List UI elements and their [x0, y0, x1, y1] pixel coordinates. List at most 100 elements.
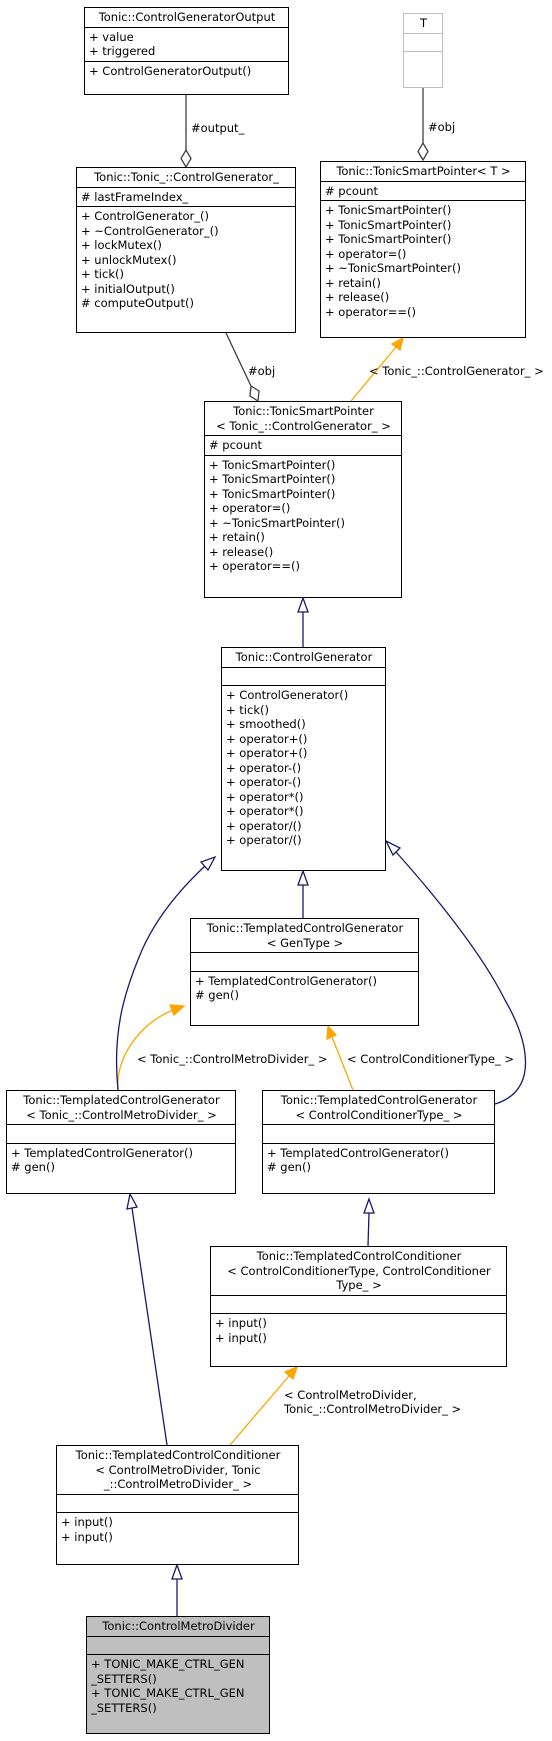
title-line: Tonic::TemplatedControlConditioner	[75, 1448, 281, 1462]
edge-inherit-cond-to-cg-arrow	[384, 839, 402, 857]
edge-output-diamond	[180, 148, 192, 169]
class-templated-control-generator-conditioner[interactable]: Tonic::TemplatedControlGenerator< Contro…	[262, 1090, 495, 1194]
class-template-t[interactable]: T	[403, 13, 443, 88]
class-attributes	[211, 1294, 506, 1314]
methods-line: + operator=()	[209, 501, 291, 515]
edge-bind-cg-impl	[350, 346, 397, 402]
methods-line: + TemplatedControlGenerator()	[11, 1145, 194, 1160]
methods-line: + TemplatedControlGenerator()	[267, 1145, 450, 1160]
methods-line: # gen()	[267, 1160, 311, 1174]
methods-line: + input()	[215, 1330, 267, 1345]
edge-inherit-tcg-to-cg-arrow	[297, 869, 309, 886]
edge-bind-metro	[117, 1009, 174, 1091]
methods-line: + ControlGeneratorOutput()	[89, 63, 252, 78]
methods-line: _SETTERS()	[91, 1671, 157, 1686]
methods-line: + input()	[215, 1316, 267, 1330]
class-tonic-control-generator-impl[interactable]: Tonic::Tonic_::ControlGenerator_# lastFr…	[76, 167, 296, 333]
title-line: Tonic::Tonic_::ControlGenerator_	[94, 170, 279, 184]
class-methods: + TemplatedControlGenerator()# gen()	[191, 970, 418, 1026]
methods-line: + operator/()	[226, 818, 302, 833]
edge-label-bind-cc-metro: < ControlMetroDivider,Tonic_::ControlMet…	[284, 1388, 461, 1416]
methods-line: + ControlGenerator_()	[81, 209, 209, 223]
methods-line: + operator-()	[226, 775, 302, 789]
methods-line: + lockMutex()	[81, 238, 162, 252]
methods-line: + input()	[61, 1529, 113, 1544]
title-line: _::ControlMetroDivider_ >	[103, 1477, 253, 1491]
attributes-line: # pcount	[325, 183, 379, 198]
methods-line: + operator-()	[226, 760, 302, 775]
class-control-generator-output[interactable]: Tonic::ControlGeneratorOutput+ value+ tr…	[84, 7, 289, 95]
edge-inherit-cond-to-cg	[395, 851, 527, 1105]
class-methods	[404, 51, 442, 87]
methods-line: + TonicSmartPointer()	[209, 472, 336, 486]
edge-inherit-cmd-to-tccm-arrow	[171, 1563, 183, 1580]
class-title: Tonic::ControlGenerator	[222, 648, 385, 667]
methods-line: + operator+()	[226, 731, 308, 746]
edge-label-obj-cg: #obj	[248, 364, 275, 378]
methods-line: _SETTERS()	[91, 1700, 157, 1715]
class-control-metro-divider[interactable]: Tonic::ControlMetroDivider+ TONIC_MAKE_C…	[86, 1616, 270, 1734]
attributes-line: # pcount	[209, 438, 263, 452]
title-line: < ControlConditionerType_ >	[295, 1107, 463, 1122]
methods-line: + retain()	[209, 530, 265, 544]
attributes-line: # lastFrameIndex_	[81, 189, 189, 204]
edge-label-line: < ControlConditionerType_ >	[347, 1052, 514, 1066]
title-line: Tonic::ControlGenerator	[235, 650, 373, 664]
methods-line: + unlockMutex()	[81, 252, 177, 267]
class-title: Tonic::ControlGeneratorOutput	[85, 8, 288, 27]
class-templated-control-generator-metro-divider[interactable]: Tonic::TemplatedControlGenerator< Tonic_…	[6, 1090, 236, 1194]
edge-inherit-tcc-to-cond-arrow	[363, 1197, 375, 1214]
methods-line: + release()	[209, 544, 274, 559]
class-methods: + input()+ input()	[211, 1313, 506, 1366]
edge-label-line: < Tonic_::ControlGenerator_ >	[369, 364, 544, 378]
class-attributes	[87, 1635, 269, 1655]
edge-inherit-tcc-to-cond	[367, 1212, 370, 1247]
class-attributes	[404, 32, 442, 52]
class-title: T	[404, 14, 442, 33]
methods-line: + TonicSmartPointer()	[325, 203, 452, 217]
class-title: Tonic::ControlMetroDivider	[87, 1617, 269, 1636]
class-tonic-control-generator[interactable]: Tonic::ControlGenerator+ ControlGenerato…	[221, 647, 386, 871]
class-title: Tonic::TemplatedControlConditioner< Cont…	[211, 1247, 506, 1295]
methods-line: + operator+()	[226, 746, 308, 760]
title-line: Tonic::TonicSmartPointer< T >	[336, 164, 511, 178]
class-templated-control-conditioner-generic[interactable]: Tonic::TemplatedControlConditioner< Cont…	[210, 1246, 507, 1367]
edge-bind-cc-metro	[229, 1375, 290, 1446]
methods-line: + operator/()	[226, 833, 302, 847]
methods-line: + ~TonicSmartPointer()	[325, 261, 461, 275]
class-title: Tonic::Tonic_::ControlGenerator_	[77, 168, 295, 187]
title-line: Tonic::TemplatedControlGenerator	[23, 1093, 220, 1107]
methods-line: + operator*()	[226, 804, 304, 818]
class-methods: + TemplatedControlGenerator()# gen()	[7, 1142, 235, 1194]
edge-obj-cg-usage	[225, 332, 252, 387]
edge-bind-cc-metro-arrow	[283, 1365, 299, 1381]
class-methods: + input()+ input()	[57, 1512, 298, 1564]
methods-line: # gen()	[195, 988, 239, 1002]
methods-line: # gen()	[11, 1160, 55, 1174]
title-line: Type_ >	[336, 1278, 382, 1292]
edge-label-output: #output_	[191, 121, 244, 135]
class-tonic-smart-pointer-t[interactable]: Tonic::TonicSmartPointer< T ># pcount+ T…	[320, 161, 526, 338]
methods-line: + initialOutput()	[81, 281, 175, 296]
edge-bind-conditioner	[331, 1036, 354, 1091]
class-methods: + TonicSmartPointer()+ TonicSmartPointer…	[321, 200, 525, 337]
title-line: < GenType >	[266, 935, 344, 950]
methods-line: + TONIC_MAKE_CTRL_GEN	[91, 1657, 245, 1671]
class-methods: + TemplatedControlGenerator()# gen()	[263, 1142, 494, 1194]
edge-inherit-metro-to-cg-arrow	[199, 855, 217, 872]
edge-bind-metro-arrow	[169, 1004, 186, 1017]
edge-inherit-metro-to-cg	[115, 865, 206, 1091]
title-line: Tonic::ControlGeneratorOutput	[98, 10, 276, 24]
title-line: < ControlMetroDivider, Tonic	[95, 1462, 261, 1477]
class-templated-control-conditioner-metro[interactable]: Tonic::TemplatedControlConditioner< Cont…	[56, 1445, 299, 1565]
class-attributes: + value+ triggered	[85, 26, 288, 61]
class-methods: + ControlGenerator_()+ ~ControlGenerator…	[77, 206, 295, 332]
class-templated-control-generator-gentype[interactable]: Tonic::TemplatedControlGenerator< GenTyp…	[190, 918, 419, 1026]
methods-line: + operator*()	[226, 789, 304, 804]
class-tonic-smart-pointer-control-generator[interactable]: Tonic::TonicSmartPointer< Tonic_::Contro…	[204, 401, 402, 598]
methods-line: # computeOutput()	[81, 296, 194, 310]
title-line: T	[419, 16, 428, 30]
class-attributes	[263, 1124, 494, 1143]
methods-line: + operator==()	[325, 304, 416, 319]
methods-line: + tick()	[226, 702, 269, 717]
